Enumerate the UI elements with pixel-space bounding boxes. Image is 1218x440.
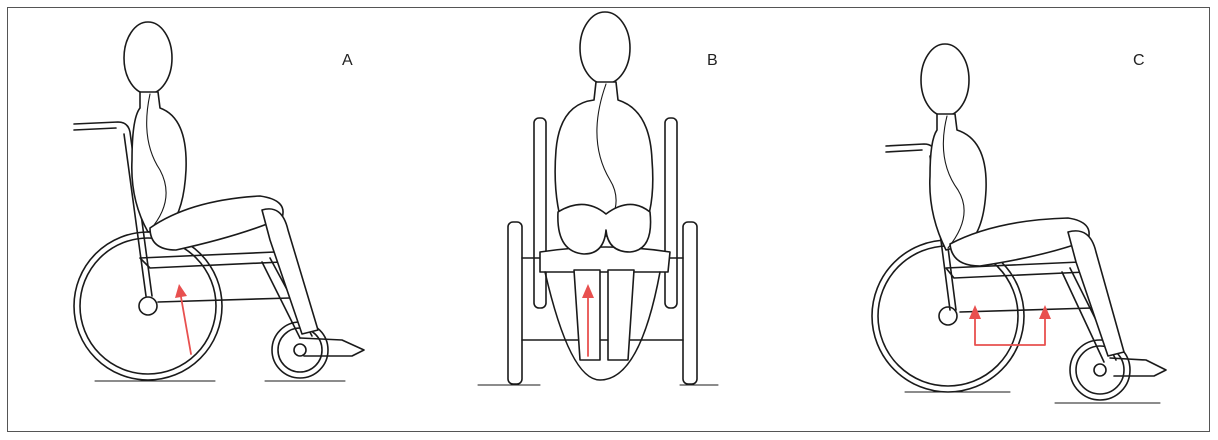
figure-torso <box>930 114 986 250</box>
figure-head <box>124 22 172 94</box>
push-handle-grip <box>74 128 116 130</box>
caster-hub <box>294 344 306 356</box>
footrest <box>300 338 364 356</box>
rear-wheel-hub <box>139 297 157 315</box>
left-handle-post <box>534 118 546 308</box>
figure-right-leg <box>608 270 634 360</box>
right-wheel <box>683 222 697 384</box>
figure-torso <box>132 92 186 232</box>
push-handle-grip <box>886 150 922 152</box>
seat <box>540 247 670 272</box>
seat-sling <box>545 272 660 380</box>
caster-hub <box>1094 364 1106 376</box>
figure-lower-leg <box>1068 231 1124 356</box>
pressure-arrowhead-right <box>1039 305 1051 319</box>
rear-wheel <box>74 232 222 380</box>
caster-rim <box>278 328 322 372</box>
rear-wheel-hub <box>939 307 957 325</box>
seat-rail <box>140 252 282 268</box>
left-wheel <box>508 222 522 384</box>
panel-c-drawing <box>872 44 1166 403</box>
rear-wheel-rim <box>878 246 1018 386</box>
figure-head <box>580 12 630 84</box>
panel-a-drawing <box>74 22 364 381</box>
figure-lower-leg <box>262 209 318 334</box>
figure-left-leg <box>574 270 600 360</box>
figure-head <box>921 44 969 116</box>
footrest <box>1110 358 1166 376</box>
pressure-bracket <box>975 318 1045 345</box>
pressure-arrowhead <box>175 284 187 298</box>
lower-rail <box>960 308 1092 312</box>
panel-b-drawing <box>478 12 718 385</box>
pressure-arrow <box>181 297 191 354</box>
lower-rail <box>158 298 290 302</box>
right-handle-post <box>665 118 677 308</box>
